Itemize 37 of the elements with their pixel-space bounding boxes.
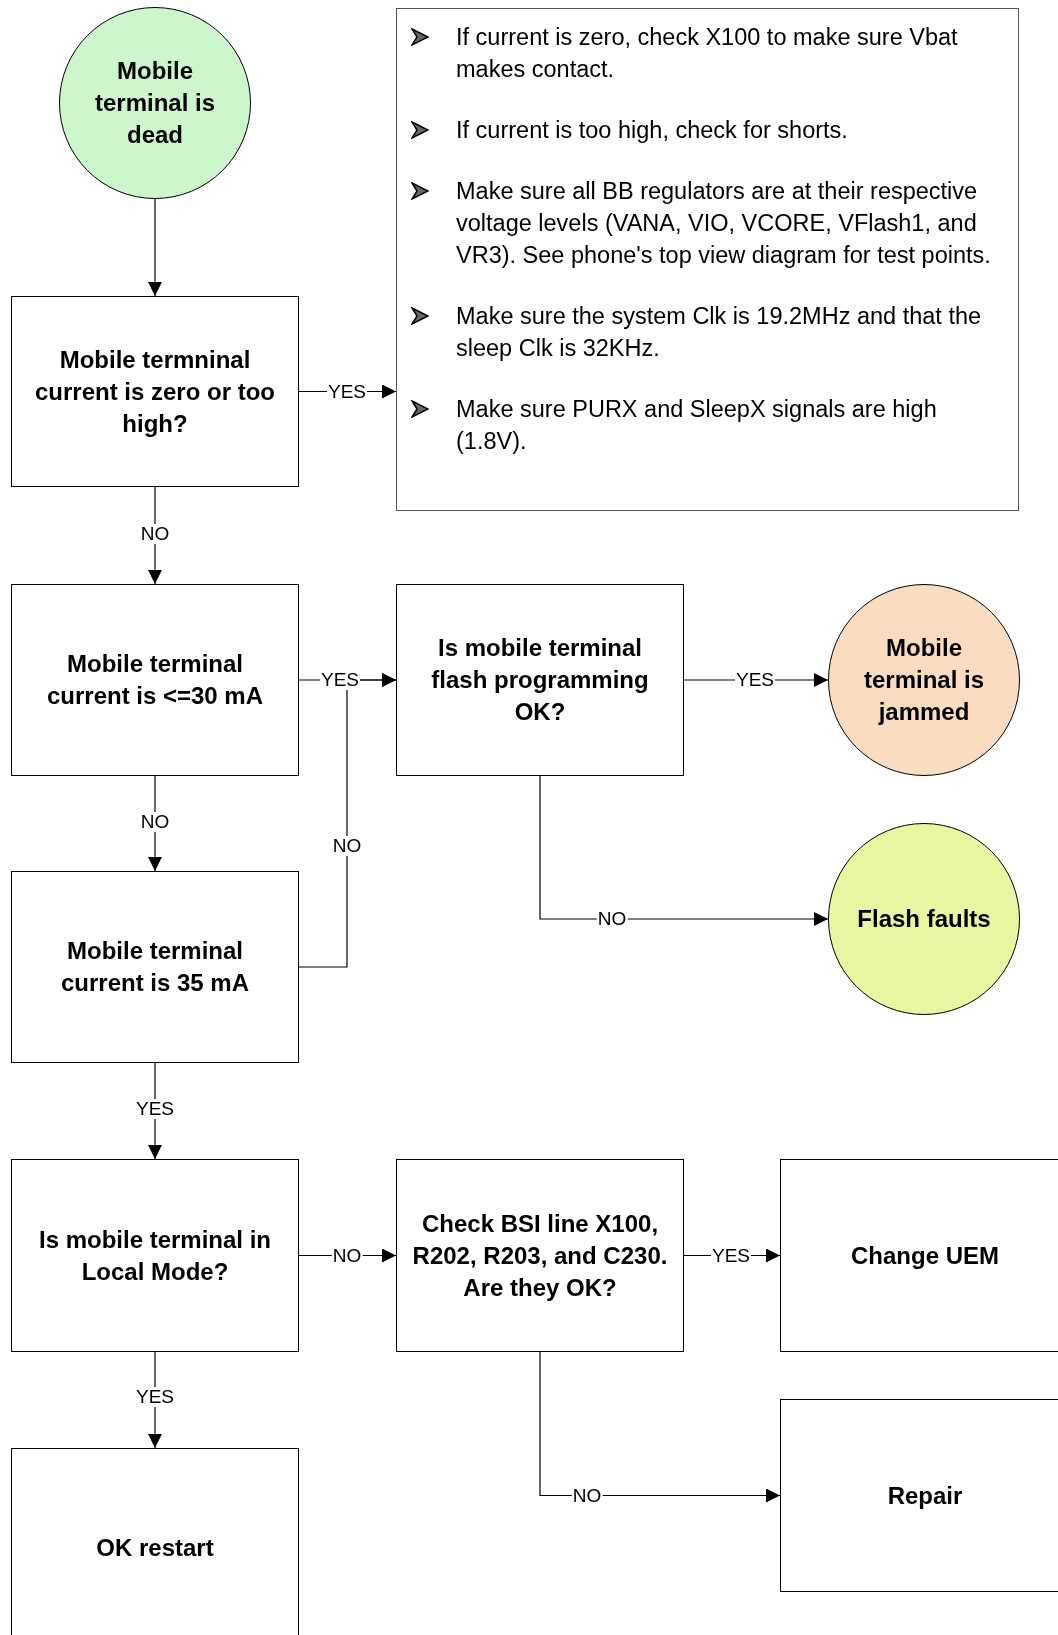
node-text: Mobile termninal current is zero or too high? [33, 344, 276, 439]
connector-arrow [539, 1351, 781, 1503]
edge-label: YES [320, 670, 360, 690]
edge-label: NO [139, 524, 171, 544]
note-box [396, 8, 1019, 511]
process-box [396, 1159, 684, 1352]
node-text: Mobile terminal current is <=30 mA [45, 649, 265, 711]
process-box [11, 296, 299, 487]
node-text: Is mobile terminal flash programming OK? [430, 633, 650, 727]
process-box [780, 1159, 1058, 1352]
edge-label: NO [331, 836, 363, 856]
node-text: Is mobile terminal in Local Mode? [37, 1224, 273, 1287]
node-text: Flash faults [857, 904, 991, 934]
node-text: Repair [887, 1480, 963, 1511]
node-text: Change UEM [851, 1240, 999, 1271]
note-text: Make sure PURX and SleepX signals are high (1.8V). [456, 395, 938, 456]
process-box [11, 1448, 299, 1635]
connector-arrow [148, 198, 162, 297]
process-box [11, 871, 299, 1063]
process-box [396, 584, 684, 776]
node-text: Mobile terminal current is 35 mA [59, 936, 251, 998]
note-text: If current is zero, check X100 to make sure Vbat makes contact. [456, 23, 959, 84]
connector-arrow [298, 673, 397, 968]
process-box [11, 584, 299, 776]
process-box [780, 1399, 1058, 1592]
node-text: Check BSI line X100, R202, R203, and C230. Are they OK? [411, 1208, 669, 1303]
connector-arrow [539, 775, 829, 926]
node-text: Mobile terminal is jammed [862, 633, 985, 727]
note-text: Make sure the system Clk is 19.2MHz and that the sleep Clk is 32KHz. [456, 302, 983, 363]
edge-label: NO [139, 812, 171, 832]
edge-label: YES [135, 1099, 175, 1119]
note-text: If current is too high, check for shorts. [456, 116, 848, 145]
node-text: Mobile terminal is dead [93, 56, 216, 150]
edge-label: YES [135, 1387, 175, 1407]
process-box [11, 1159, 299, 1352]
node-text: OK restart [96, 1533, 214, 1563]
note-text: Make sure all BB regulators are at their respective voltage levels (VANA, VIO, VCORE, VFlash1, and VR3). See phone's top view diagram for test points. [456, 177, 992, 270]
